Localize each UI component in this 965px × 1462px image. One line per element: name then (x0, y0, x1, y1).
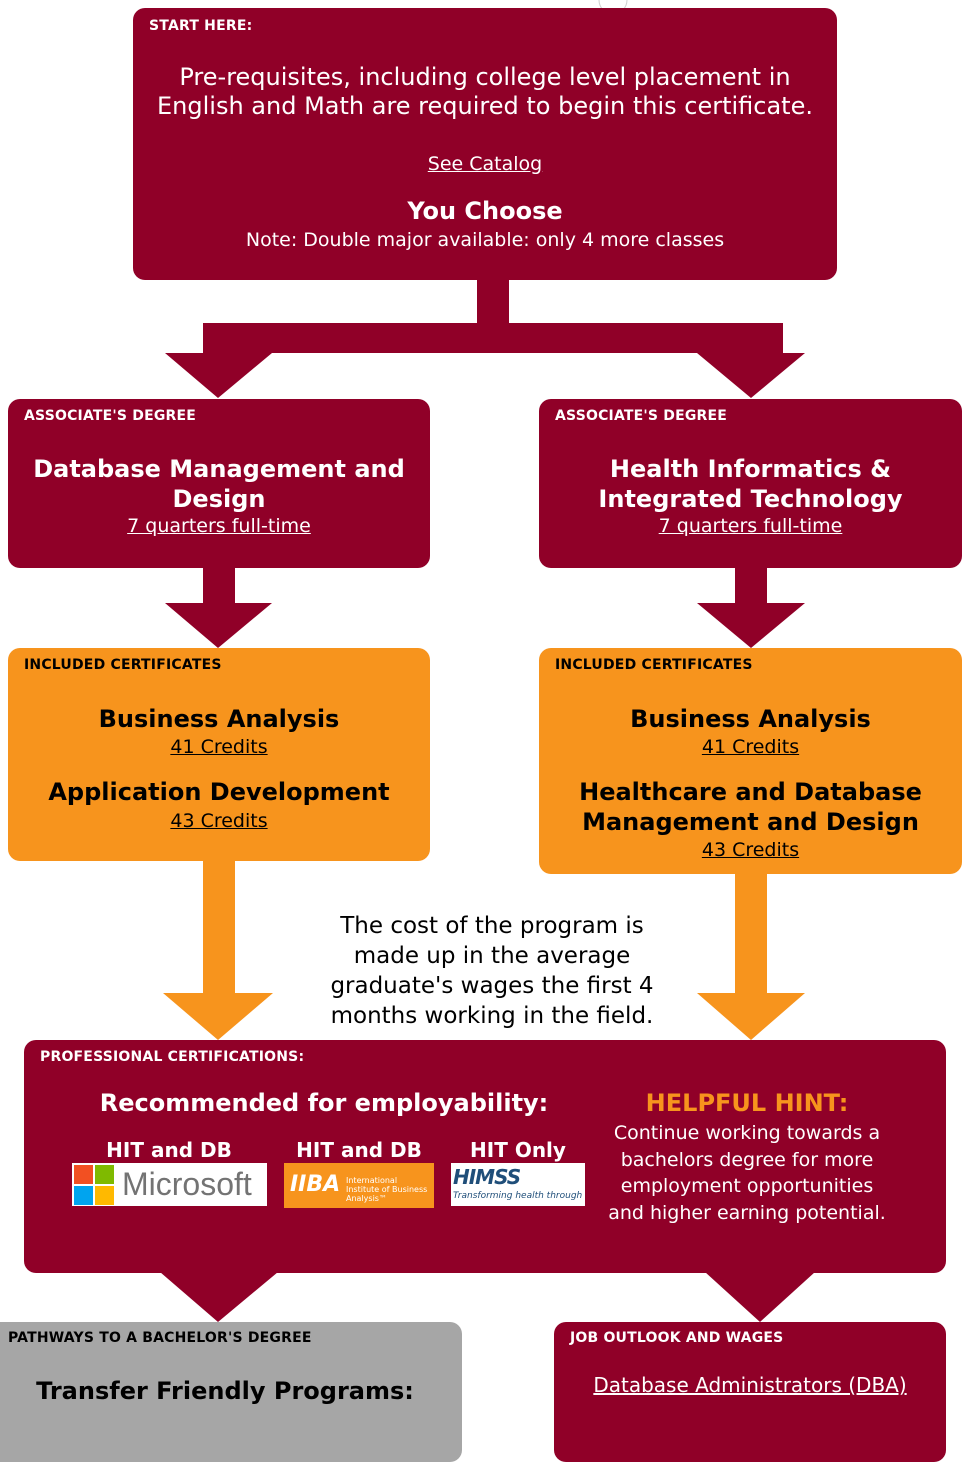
degree-tag: ASSOCIATE'S DEGREE (555, 408, 728, 424)
degree-box-health: ASSOCIATE'S DEGREE Health Informatics & … (539, 399, 962, 568)
certificate-credits-text[interactable]: 41 Credits (701, 736, 800, 758)
certificate-name: Business Analysis (630, 705, 871, 733)
pathways-tag: PATHWAYS TO A BACHELOR'S DEGREE (8, 1330, 312, 1346)
degree-tag: ASSOCIATE'S DEGREE (24, 408, 197, 424)
degree-duration-text[interactable]: 7 quarters full-time (127, 515, 311, 537)
microsoft-logo[interactable]: Microsoft (72, 1163, 267, 1206)
certificates-box-right: INCLUDED CERTIFICATES Business Analysis … (539, 648, 962, 874)
degree-duration-link[interactable]: 7 quarters full-time (549, 513, 952, 539)
job-outlook-box: JOB OUTLOOK AND WAGES Database Administr… (554, 1322, 946, 1462)
certificate-name: Application Development (48, 778, 390, 806)
iiba-logo[interactable]: IIBA International Institute of Business… (284, 1163, 434, 1208)
certificates-tag: INCLUDED CERTIFICATES (555, 657, 753, 673)
dba-link[interactable]: Database Administrators (DBA) (564, 1373, 936, 1397)
you-choose-heading: You Choose (407, 197, 563, 225)
transfer-programs-heading: Transfer Friendly Programs: (36, 1377, 414, 1405)
professional-tag: PROFESSIONAL CERTIFICATIONS: (40, 1049, 305, 1065)
himss-logo[interactable]: HIMSS Transforming health through IT (451, 1163, 585, 1206)
helpful-hint-title: HELPFUL HINT: (645, 1089, 849, 1117)
certificate-credits-link[interactable]: 43 Credits (18, 808, 420, 834)
helpful-hint-text: Continue working towards a bachelors deg… (608, 1122, 886, 1224)
degree-duration-text[interactable]: 7 quarters full-time (658, 515, 843, 537)
start-tag: START HERE: (149, 18, 253, 34)
see-catalog-link-text[interactable]: See Catalog (427, 153, 543, 175)
certificate-credits-link[interactable]: 41 Credits (18, 734, 420, 760)
double-major-note: Note: Double major available: only 4 mor… (245, 229, 725, 251)
certificate-credits-link[interactable]: 41 Credits (549, 734, 952, 760)
professional-certifications-box: PROFESSIONAL CERTIFICATIONS: Recommended… (24, 1040, 946, 1273)
iiba-logo-text: IIBA (290, 1172, 341, 1197)
iiba-logo-subtext: International Institute of Business Anal… (346, 1176, 428, 1203)
himss-logo-text: HIMSS (453, 1165, 521, 1189)
himss-logo-subtext: Transforming health through IT (453, 1191, 585, 1201)
cert-label-himss: HIT Only (470, 1138, 566, 1162)
microsoft-logo-text: Microsoft (122, 1166, 252, 1202)
certificate-name: Healthcare and Database Management and D… (579, 778, 922, 836)
cert-label-microsoft: HIT and DB (106, 1138, 232, 1162)
degree-title: Database Management and Design (33, 455, 405, 513)
cert-label-iiba: HIT and DB (296, 1138, 422, 1162)
degree-title: Health Informatics & Integrated Technolo… (598, 455, 903, 513)
employability-heading: Recommended for employability: (99, 1089, 549, 1117)
pathways-box: PATHWAYS TO A BACHELOR'S DEGREE Transfer… (0, 1322, 462, 1462)
certificates-tag: INCLUDED CERTIFICATES (24, 657, 222, 673)
certificate-credits-link[interactable]: 43 Credits (549, 837, 952, 863)
dba-link-text[interactable]: Database Administrators (DBA) (593, 1373, 907, 1397)
degree-duration-link[interactable]: 7 quarters full-time (18, 513, 420, 539)
split-arrow (160, 0, 815, 1322)
see-catalog-link[interactable]: See Catalog (153, 151, 817, 177)
certificate-credits-text[interactable]: 43 Credits (170, 810, 268, 832)
certificate-credits-text[interactable]: 41 Credits (170, 736, 268, 758)
start-box: START HERE: Pre-requisites, including co… (133, 8, 837, 280)
microsoft-squares-icon (74, 1165, 114, 1205)
certificate-credits-text[interactable]: 43 Credits (701, 839, 800, 861)
certificate-name: Business Analysis (98, 705, 340, 733)
certificates-box-left: INCLUDED CERTIFICATES Business Analysis … (8, 648, 430, 861)
prerequisites-text: Pre-requisites, including college level … (157, 63, 813, 120)
degree-box-database: ASSOCIATE'S DEGREE Database Management a… (8, 399, 430, 568)
job-outlook-tag: JOB OUTLOOK AND WAGES (570, 1330, 784, 1346)
cost-note: The cost of the program is made up in th… (330, 913, 654, 1029)
